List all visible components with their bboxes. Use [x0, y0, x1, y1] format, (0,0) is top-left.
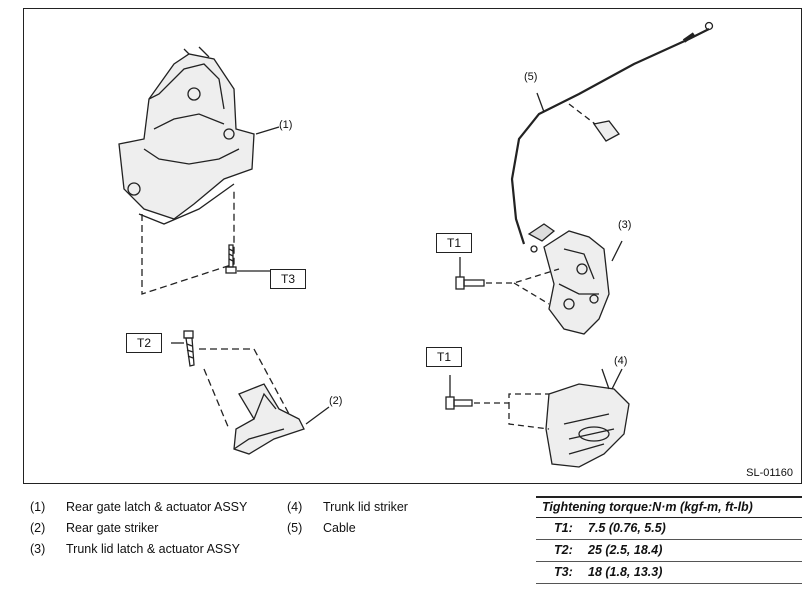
t2-bolt-drawing: [183, 330, 195, 367]
legend-text: Rear gate latch & actuator ASSY: [66, 500, 248, 514]
torque-key: T3:: [554, 565, 573, 579]
callout-4: (4): [614, 355, 628, 367]
part2-dashed-guide: [199, 348, 290, 430]
callout-5-leader: [536, 92, 545, 113]
legend-text: Rear gate striker: [66, 521, 159, 535]
callout-3: (3): [618, 219, 632, 231]
torque-table: Tightening torque:N·m (kgf-m, ft-lb) T1:…: [536, 496, 802, 584]
torque-tag-t3: T3: [270, 269, 306, 289]
callout-1-leader: [255, 126, 280, 135]
cable-end-ball: [704, 21, 714, 31]
torque-table-heading: Tightening torque:N·m (kgf-m, ft-lb): [536, 496, 802, 518]
torque-row-t2: T2: 25 (2.5, 18.4): [536, 540, 802, 562]
torque-value: 7.5 (0.76, 5.5): [588, 521, 666, 535]
legend-number: (1): [30, 500, 46, 514]
trunk-lid-latch-actuator-drawing: [527, 223, 610, 335]
cable-clip-drawing: [592, 120, 620, 142]
rear-gate-striker-drawing: [233, 383, 305, 455]
torque-key: T2:: [554, 543, 573, 557]
torque-value: 18 (1.8, 13.3): [588, 565, 663, 579]
legend-number: (3): [30, 542, 46, 556]
legend-text: Trunk lid latch & actuator ASSY: [66, 542, 240, 556]
diagram-drawing: [118, 21, 714, 468]
trunk-lid-striker-drawing: [545, 368, 630, 468]
torque-value: 25 (2.5, 18.4): [588, 543, 663, 557]
rear-gate-latch-actuator-drawing: [118, 46, 255, 225]
callout-5: (5): [524, 71, 538, 83]
torque-key: T1:: [554, 521, 573, 535]
torque-tag-t1-upper: T1: [436, 233, 472, 253]
legend-number: (2): [30, 521, 46, 535]
torque-tag-t1-lower: T1: [426, 347, 462, 367]
callout-2-leader: [305, 406, 330, 425]
callout-1: (1): [279, 119, 293, 131]
legend-number: (5): [287, 521, 303, 535]
cable-drawing: [510, 28, 710, 245]
callout-4-leader: [611, 368, 623, 390]
exploded-parts-diagram: (1) (2) (3) (4) (5) T1 T1 T2 T3 SL-01160: [23, 8, 802, 484]
t3-bolt-drawing: [225, 244, 237, 274]
legend-text: Trunk lid striker: [323, 500, 408, 514]
part1-dashed-guide: [141, 189, 235, 295]
torque-tag-t2: T2: [126, 333, 162, 353]
callout-2: (2): [329, 395, 343, 407]
torque-row-t3: T3: 18 (1.8, 13.3): [536, 562, 802, 584]
t1-bolt-upper-drawing: [455, 276, 485, 290]
t1-bolt-lower-drawing: [445, 396, 473, 410]
legend-text: Cable: [323, 521, 356, 535]
callout-3-leader: [611, 240, 623, 262]
torque-row-t1: T1: 7.5 (0.76, 5.5): [536, 518, 802, 540]
legend-number: (4): [287, 500, 303, 514]
figure-code: SL-01160: [746, 467, 793, 479]
